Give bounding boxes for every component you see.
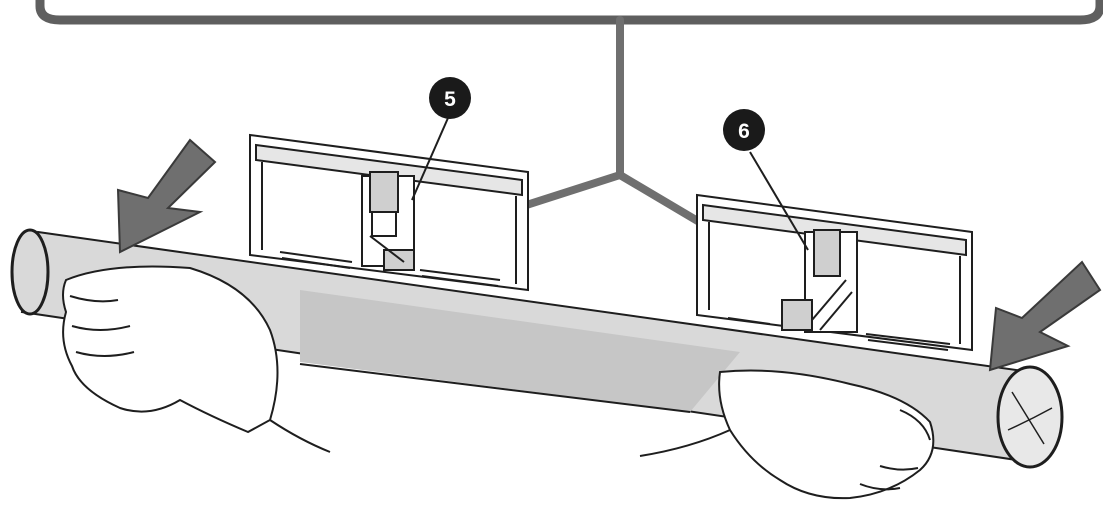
left-mounting-bracket: [249, 133, 529, 292]
banner-frame: [35, 0, 1103, 25]
push-down-arrow-icon: [116, 138, 217, 254]
tube-right-end: [996, 365, 1064, 469]
right-hand: [639, 369, 935, 500]
tube-left-end: [10, 228, 50, 316]
left-hand: [62, 265, 331, 453]
callout-5-label: 5: [444, 88, 456, 111]
callout-5: 5: [411, 77, 471, 201]
callout-6-label: 6: [738, 120, 750, 143]
callout-6: 6: [723, 109, 809, 251]
push-down-arrow-icon: [988, 260, 1102, 372]
right-mounting-bracket: [696, 193, 973, 352]
